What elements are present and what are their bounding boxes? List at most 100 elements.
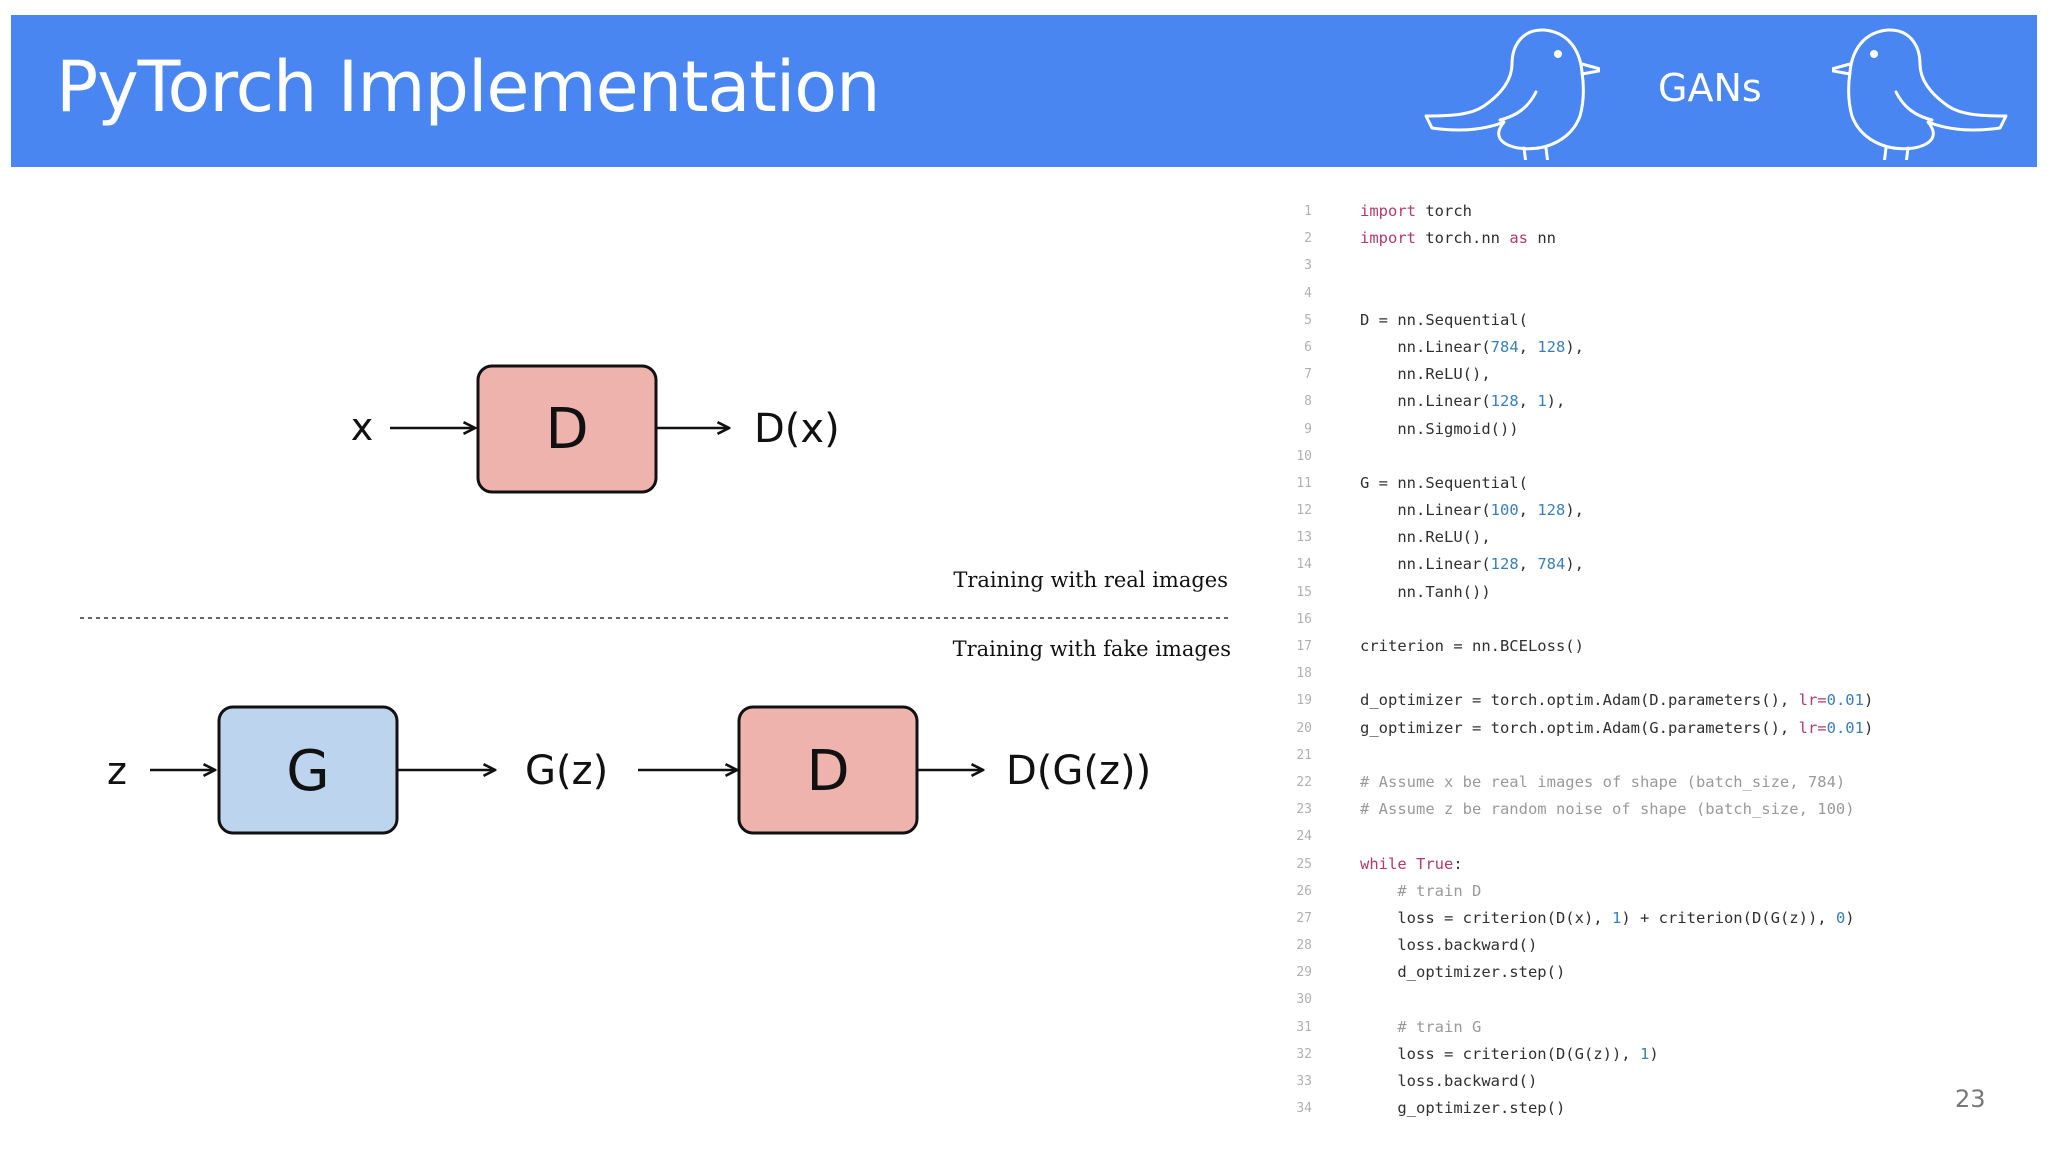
code-text: loss = criterion(D(x), 1) + criterion(D(…: [1360, 908, 1855, 927]
bird-icon: [1832, 28, 2008, 160]
line-number: 30: [1296, 992, 1312, 1008]
line-number: 29: [1296, 965, 1312, 981]
line-number: 14: [1296, 557, 1312, 573]
code-line: 10: [1290, 443, 1990, 470]
code-text: G = nn.Sequential(: [1360, 473, 1528, 492]
line-number: 33: [1296, 1074, 1312, 1089]
line-number: 3: [1304, 258, 1312, 274]
code-line: 2 import torch.nn as nn: [1290, 225, 1990, 252]
code-text: import torch: [1360, 202, 1472, 220]
line-number: 23: [1296, 802, 1312, 818]
line-number: 34: [1296, 1101, 1312, 1117]
line-number: 11: [1296, 475, 1312, 491]
line-number: 2: [1304, 231, 1312, 247]
code-line: 34 g_optimizer.step(): [1290, 1095, 1990, 1122]
code-line: 16: [1290, 606, 1990, 633]
code-line: 23# Assume z be random noise of shape (b…: [1290, 796, 1990, 823]
code-line: 30: [1290, 986, 1990, 1013]
line-number: 18: [1296, 666, 1312, 682]
line-number: 8: [1304, 394, 1312, 410]
generator-label: G: [286, 739, 329, 804]
code-line: 19 d_optimizer = torch.optim.Adam(D.param…: [1290, 687, 1990, 714]
code-text: # Assume x be real images of shape (batc…: [1360, 772, 1846, 791]
code-text: loss = criterion(D(G(z)), 1): [1360, 1044, 1659, 1063]
code-line: 32 loss = criterion(D(G(z)), 1): [1290, 1041, 1990, 1068]
code-text: loss.backward(): [1360, 1072, 1538, 1090]
code-text: g_optimizer = torch.optim.Adam(G.paramet…: [1360, 718, 1874, 737]
fake-output-label: D(G(z)): [1006, 748, 1151, 794]
code-line: 14 nn.Linear(128, 784),: [1290, 551, 1990, 578]
code-text: d_optimizer.step(): [1360, 963, 1566, 982]
line-number: 4: [1304, 285, 1312, 301]
line-number: 7: [1304, 367, 1312, 383]
line-number: 6: [1304, 339, 1312, 355]
line-number: 28: [1296, 938, 1312, 954]
code-text: nn.Linear(784, 128),: [1360, 337, 1584, 356]
code-line: 8 nn.Linear(128, 1),: [1290, 388, 1990, 415]
code-text: nn.Tanh()): [1360, 582, 1491, 601]
line-number: 22: [1296, 774, 1312, 790]
line-number: 15: [1296, 584, 1312, 600]
code-line: 24: [1290, 823, 1990, 850]
line-number: 32: [1296, 1046, 1312, 1062]
real-output-label: D(x): [754, 406, 840, 452]
line-number: 27: [1296, 910, 1312, 926]
code-line: 29 d_optimizer.step(): [1290, 959, 1990, 986]
code-line: 25 while True:: [1290, 851, 1990, 878]
code-text: nn.ReLU(),: [1360, 528, 1491, 547]
code-line: 28 loss.backward(): [1290, 932, 1990, 959]
line-number: 13: [1296, 530, 1312, 546]
code-line: 20 g_optimizer = torch.optim.Adam(G.param…: [1290, 715, 1990, 742]
code-line: 9 nn.Sigmoid()): [1290, 416, 1990, 443]
noise-input-label: z: [107, 749, 127, 793]
line-number: 26: [1296, 883, 1312, 899]
bird-icon: [1424, 28, 1600, 160]
code-line: 13 nn.ReLU(),: [1290, 524, 1990, 551]
code-text: d_optimizer = torch.optim.Adam(D.paramet…: [1360, 691, 1874, 710]
code-text: while True:: [1360, 854, 1463, 873]
caption-real-images: Training with real images: [953, 568, 1228, 592]
line-number: 9: [1304, 421, 1312, 437]
generated-sample-label: G(z): [525, 748, 608, 794]
code-line: 7 nn.ReLU(),: [1290, 361, 1990, 388]
code-line: 1 import torch: [1290, 198, 1990, 225]
code-text: loss.backward(): [1360, 936, 1538, 955]
real-input-label: x: [351, 405, 374, 449]
code-line: 4: [1290, 280, 1990, 307]
line-number: 20: [1296, 720, 1312, 736]
line-number: 19: [1296, 693, 1312, 709]
code-line: 6 nn.Linear(784, 128),: [1290, 334, 1990, 361]
title-banner: [11, 15, 2037, 167]
line-number: 31: [1296, 1019, 1312, 1035]
code-text: # train D: [1360, 881, 1482, 900]
line-number: 12: [1296, 503, 1312, 519]
code-text: import torch.nn as nn: [1360, 229, 1556, 248]
gan-diagram: x D D(x) Training with real images Train…: [80, 364, 1231, 835]
line-number: 5: [1304, 312, 1312, 328]
code-line: 3: [1290, 252, 1990, 279]
code-line: 26 # train D: [1290, 878, 1990, 905]
code-line: 11 G = nn.Sequential(: [1290, 470, 1990, 497]
code-line: 21: [1290, 742, 1990, 769]
code-line: 33 loss.backward(): [1290, 1068, 1990, 1095]
code-text: # train G: [1360, 1017, 1482, 1036]
topic-label: GANs: [1658, 66, 1762, 110]
line-number: 16: [1296, 611, 1312, 627]
discriminator-label-bottom: D: [806, 739, 849, 804]
line-number: 1: [1304, 204, 1312, 219]
slide-title: PyTorch Implementation: [56, 46, 881, 128]
code-text: nn.Linear(100, 128),: [1360, 501, 1584, 520]
code-line: 15 nn.Tanh()): [1290, 579, 1990, 606]
discriminator-label-top: D: [545, 397, 588, 462]
code-line: 27 loss = criterion(D(x), 1) + criterion…: [1290, 905, 1990, 932]
line-number: 25: [1296, 856, 1312, 872]
line-number: 21: [1296, 747, 1312, 763]
code-text: nn.Linear(128, 1),: [1360, 392, 1566, 411]
line-number: 10: [1296, 448, 1312, 464]
code-text: g_optimizer.step(): [1360, 1099, 1566, 1118]
code-line: 12 nn.Linear(100, 128),: [1290, 497, 1990, 524]
code-line: 22 # Assume x be real images of shape (ba…: [1290, 769, 1990, 796]
